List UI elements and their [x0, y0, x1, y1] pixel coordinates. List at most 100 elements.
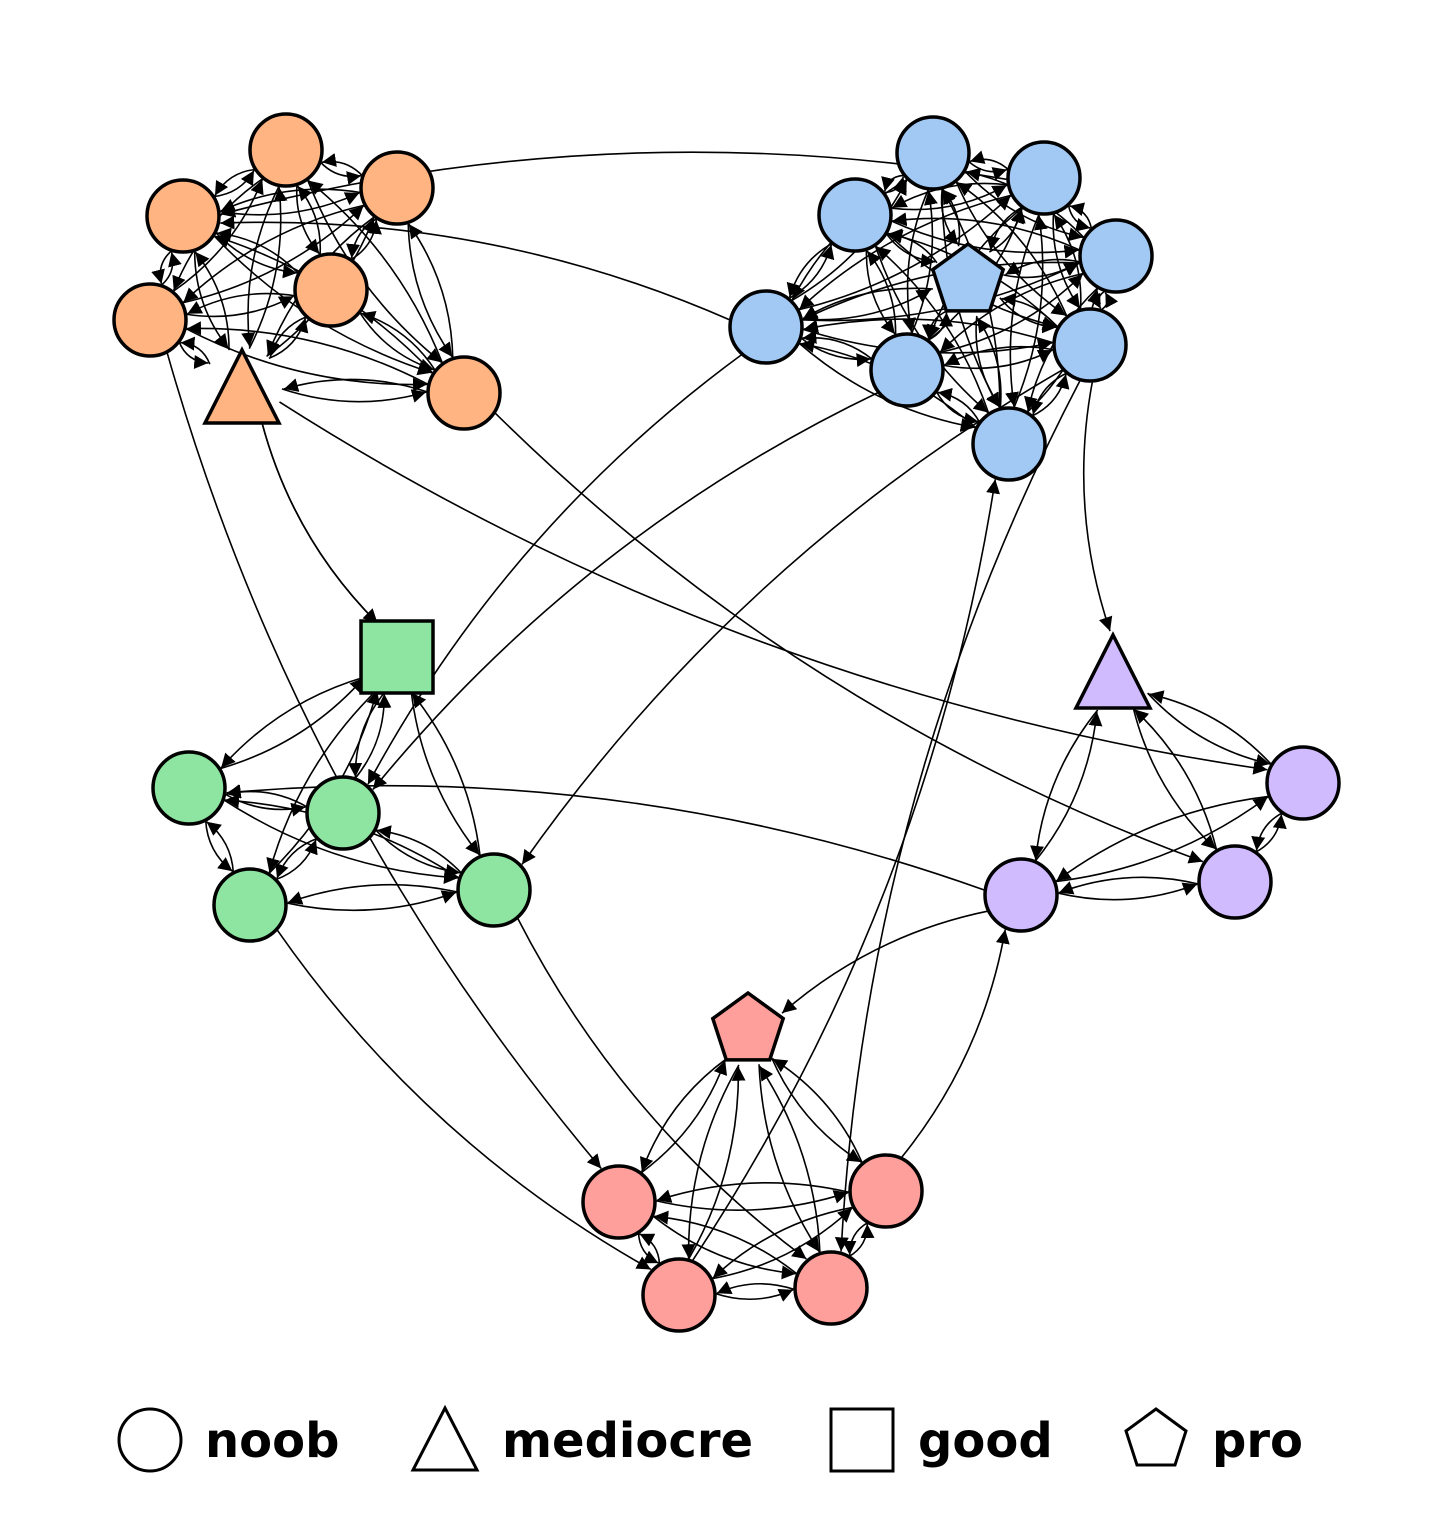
- node-g3-circle: [305, 775, 381, 851]
- legend-label-mediocre: mediocre: [502, 1413, 753, 1469]
- node-layer: [112, 112, 1341, 1333]
- edge-r2-r5: [651, 1214, 796, 1280]
- node-o2-circle: [359, 150, 435, 226]
- edge-o5-o7: [178, 341, 209, 369]
- edge-p4-p2: [1054, 796, 1269, 883]
- node-o1-circle: [248, 112, 324, 188]
- edge-o2-o1: [321, 153, 364, 177]
- edge-r4-b9: [691, 479, 1001, 1262]
- edge-o7-g1: [261, 422, 379, 624]
- legend-label-noob: noob: [205, 1413, 339, 1469]
- edge-b5-b6: [802, 287, 933, 320]
- edge-g5-g3: [376, 825, 463, 875]
- legend-label-good: good: [918, 1413, 1053, 1469]
- edge-r3-p4: [900, 929, 1010, 1159]
- edge-p1-p4: [1030, 709, 1099, 860]
- node-b1-circle: [895, 115, 971, 191]
- legend-item-good: good: [829, 1407, 1053, 1473]
- edge-p2-p4: [1055, 795, 1270, 882]
- edge-b3-b4: [890, 219, 1079, 259]
- node-g2-circle: [151, 750, 227, 826]
- node-p3-circle: [1197, 844, 1273, 920]
- node-g5-circle: [456, 852, 532, 928]
- edge-b5-b2: [988, 208, 1026, 253]
- edge-o4-o5: [187, 292, 296, 315]
- edge-p4-p3: [1056, 882, 1198, 901]
- edge-b2-b1: [969, 150, 1010, 171]
- edge-b2-o3: [220, 151, 1009, 218]
- legend-circle-icon: [117, 1407, 183, 1473]
- node-b2-circle: [1006, 140, 1082, 216]
- node-p2-circle: [1265, 745, 1341, 821]
- edge-b7-g5: [521, 368, 1064, 865]
- node-g4-circle: [212, 867, 288, 943]
- edge-b3-b8: [865, 249, 896, 335]
- edge-g4-r4: [275, 928, 652, 1271]
- edge-r4-r3: [711, 1207, 853, 1280]
- edge-b6-g3: [367, 353, 743, 785]
- edge-b7-b8: [944, 345, 1055, 366]
- edge-b6-b4: [801, 262, 1080, 322]
- edge-p1-p2: [1147, 692, 1271, 768]
- edge-o2-o5: [182, 204, 366, 303]
- edge-b9-b2: [1012, 215, 1048, 409]
- node-p4-circle: [983, 857, 1059, 933]
- edge-b1-b2: [967, 160, 1008, 181]
- edge-o6-o5: [186, 321, 430, 386]
- legend-item-noob: noob: [117, 1407, 339, 1473]
- node-b8-circle: [869, 332, 945, 408]
- edge-o5-o3: [160, 252, 182, 287]
- edge-g3-g5: [374, 828, 461, 878]
- node-b9-circle: [971, 406, 1047, 482]
- edge-o4-o1: [297, 185, 322, 256]
- legend-square-icon: [829, 1407, 895, 1473]
- edge-p2-p3: [1251, 811, 1283, 851]
- edge-o7-o4: [268, 317, 309, 360]
- edge-b1-b3: [881, 174, 905, 192]
- node-o6-circle: [426, 355, 502, 431]
- edge-r5-r4: [716, 1281, 796, 1294]
- edge-b8-b7: [942, 349, 1053, 370]
- edge-b9-b7: [1031, 374, 1070, 417]
- edge-b6-b9: [797, 342, 975, 432]
- edge-r2-r3: [654, 1190, 849, 1211]
- edge-o5-o2: [181, 205, 365, 304]
- edge-g4-g5: [285, 890, 457, 912]
- edge-p3-p2: [1255, 814, 1287, 854]
- node-o3-circle: [145, 178, 221, 254]
- edge-b5-b8: [921, 309, 948, 339]
- legend-triangle-icon: [410, 1404, 480, 1472]
- node-b6-circle: [728, 289, 804, 365]
- edge-o3-o1: [213, 170, 255, 198]
- edge-r4-r2: [639, 1233, 661, 1265]
- edge-r5-r3: [848, 1224, 875, 1258]
- node-o5-circle: [112, 282, 188, 358]
- edge-g1-g4: [266, 688, 379, 873]
- edge-o1-o4: [295, 184, 320, 255]
- edge-b8-b5: [927, 312, 954, 342]
- edge-r4-r5: [714, 1289, 794, 1302]
- node-r4-circle: [641, 1257, 717, 1333]
- edge-g3-g1: [354, 693, 392, 780]
- edge-p2-p1: [1149, 690, 1273, 766]
- edge-b7-r5: [834, 379, 1082, 1252]
- edge-r3-r4: [712, 1206, 854, 1279]
- node-r1-pentagon: [710, 990, 786, 1062]
- node-b7-circle: [1052, 307, 1128, 383]
- node-b3-circle: [817, 177, 893, 253]
- edge-p1-p3: [1132, 707, 1217, 850]
- edge-b7-b2: [1053, 214, 1082, 311]
- edge-p4-r1: [781, 910, 989, 1014]
- edge-o7-o5: [180, 336, 211, 365]
- node-b4-circle: [1078, 218, 1154, 294]
- edge-r3-r2: [656, 1182, 851, 1203]
- node-o7-triangle: [202, 346, 282, 425]
- edge-r1-r2: [639, 1058, 727, 1172]
- node-r2-circle: [581, 1164, 657, 1240]
- edge-o6-p3: [493, 411, 1204, 864]
- edge-r2-r1: [640, 1060, 728, 1174]
- edge-g2-g4: [204, 819, 233, 872]
- edge-b8-b4: [938, 273, 1084, 354]
- edge-b6-b2: [797, 195, 1012, 311]
